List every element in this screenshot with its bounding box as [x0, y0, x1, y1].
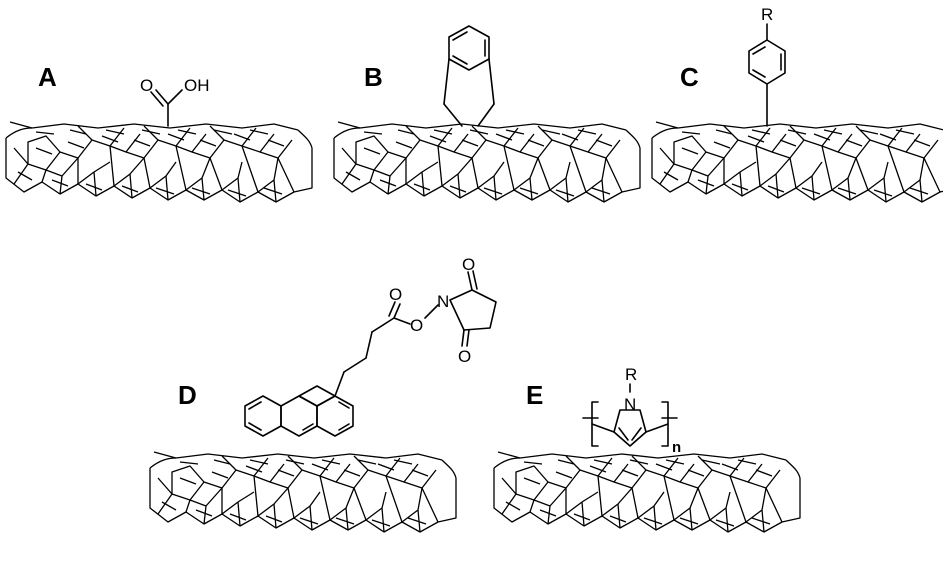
- tetralin-group: [443, 25, 495, 127]
- panel-c-label: C: [680, 62, 699, 92]
- nanotube-c: [651, 121, 943, 203]
- panel-c: C R: [651, 5, 943, 203]
- carboxylic-acid-group: O OH: [140, 76, 210, 127]
- atom-n-succinimide: N: [437, 292, 449, 311]
- polypyrrole-group: R N n: [582, 365, 681, 456]
- aryl-group: R: [748, 5, 786, 127]
- atom-o-imide-top: O: [462, 255, 475, 274]
- panel-d: D O: [149, 255, 497, 533]
- pyrene-nhs-ester: O O N O O: [244, 255, 497, 437]
- panel-a-label: A: [38, 62, 57, 92]
- nanotube-d: [149, 451, 457, 533]
- repeat-subscript: n: [672, 439, 681, 456]
- atom-oh: OH: [184, 76, 210, 95]
- atom-o-imide-bottom: O: [458, 347, 471, 366]
- panel-b: B: [333, 25, 641, 203]
- panel-e: E R N n: [493, 365, 801, 533]
- atom-o-ester-bridge: O: [410, 316, 423, 335]
- nanotube-b: [333, 121, 641, 203]
- panel-b-label: B: [364, 62, 383, 92]
- atom-o-ester-carbonyl: O: [389, 285, 402, 304]
- panel-d-label: D: [178, 380, 197, 410]
- atom-r-c: R: [761, 5, 773, 24]
- panel-e-label: E: [526, 380, 543, 410]
- atom-r-e: R: [625, 365, 637, 384]
- nanotube-e: [493, 451, 801, 533]
- panel-a: A O OH: [5, 62, 313, 203]
- atom-n-pyrrole: N: [624, 395, 636, 414]
- nanotube-a: [5, 121, 313, 203]
- atom-o-carbonyl: O: [140, 76, 153, 95]
